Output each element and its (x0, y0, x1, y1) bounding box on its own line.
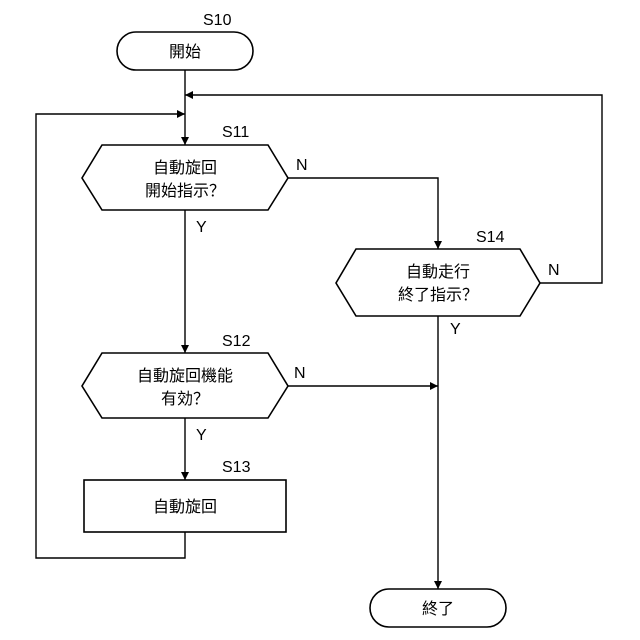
node-s14-decision: 自動走行 終了指示？ S14 N Y (336, 229, 560, 338)
arrow-s11-no-to-s14 (288, 178, 438, 249)
s11-text-line2: 開始指示？ (145, 181, 225, 200)
node-s11-decision: 自動旋回 開始指示？ S11 N Y (82, 124, 308, 236)
start-label: 開始 (169, 42, 201, 61)
step-id-s11: S11 (222, 124, 249, 141)
step-id-s12: S12 (222, 333, 251, 350)
s11-no-label: N (296, 157, 308, 174)
step-id-s14: S14 (476, 229, 505, 246)
node-s10-start: 開始 S10 (117, 12, 253, 70)
s12-text-line1: 自動旋回機能 (137, 366, 233, 385)
s14-text-line1: 自動走行 (406, 262, 470, 281)
step-id-s13: S13 (222, 459, 251, 476)
decision-shape-s14 (336, 249, 540, 316)
s12-yes-label: Y (196, 427, 207, 444)
s12-text-line2: 有効？ (161, 389, 209, 408)
s11-text-line1: 自動旋回 (153, 158, 217, 177)
s14-no-label: N (548, 262, 560, 279)
s11-yes-label: Y (196, 219, 207, 236)
decision-shape-s11 (82, 145, 288, 210)
end-label: 終了 (422, 599, 454, 618)
s13-label: 自動旋回 (153, 497, 217, 516)
node-s12-decision: 自動旋回機能 有効？ S12 N Y (82, 333, 306, 444)
s14-text-line2: 終了指示？ (398, 285, 478, 304)
s12-no-label: N (294, 365, 306, 382)
step-id-s10: S10 (203, 12, 232, 29)
node-end: 終了 (370, 589, 506, 627)
s14-yes-label: Y (450, 321, 461, 338)
decision-shape-s12 (82, 353, 288, 418)
